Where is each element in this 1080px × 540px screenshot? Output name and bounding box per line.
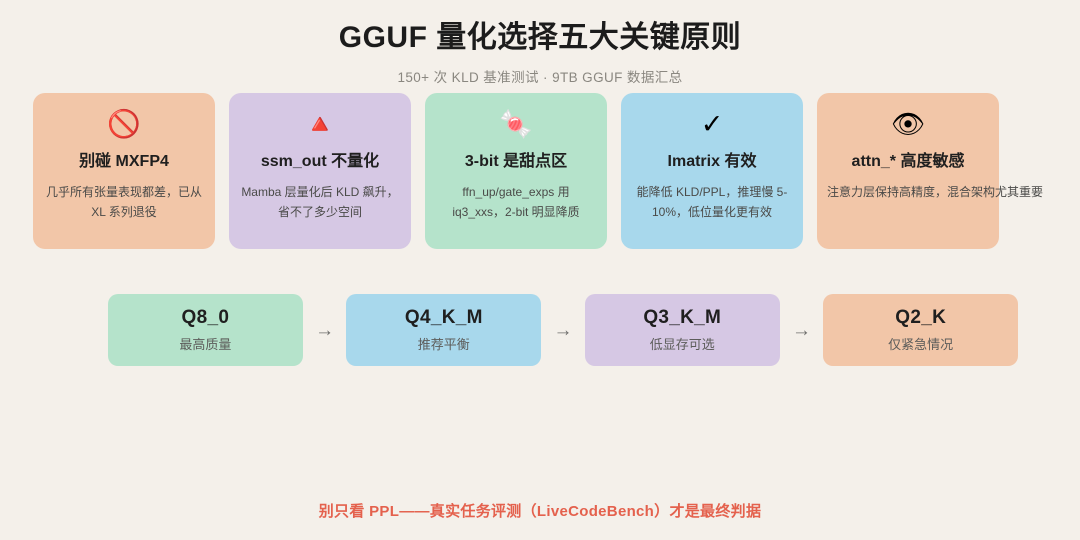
flow-arrow-icon: → bbox=[791, 319, 811, 341]
flow-step-q4-k-m: Q4_K_M 推荐平衡 bbox=[346, 294, 542, 366]
flow-step-q8-0: Q8_0 最高质量 bbox=[108, 294, 303, 366]
prohibited-icon: 🚫 bbox=[107, 109, 141, 139]
flow-step-name: Q8_0 bbox=[181, 307, 230, 328]
principle-card-title: attn_* 高度敏感 bbox=[851, 153, 965, 170]
principle-card-3: 🍬 3-bit 是甜点区 ffn_up/gate_exps 用 iq3_xxs，… bbox=[425, 93, 607, 249]
principle-card-5: 👁 attn_* 高度敏感 注意力层保持高精度，混合架构尤其重要 bbox=[817, 93, 1044, 249]
principle-card-desc: 注意力层保持高精度，混合架构尤其重要 bbox=[827, 185, 1044, 199]
flow-step-note: 仅紧急情况 bbox=[888, 337, 954, 352]
principle-card-desc: 几乎所有张量表现都差，已从 XL 系列退役 bbox=[45, 185, 202, 219]
principle-card-desc: 能降低 KLD/PPL，推理慢 5-10%，低位量化更有效 bbox=[636, 185, 788, 219]
principle-card-1: 🚫 别碰 MXFP4 几乎所有张量表现都差，已从 XL 系列退役 bbox=[33, 93, 215, 249]
principle-card-list: 🚫 别碰 MXFP4 几乎所有张量表现都差，已从 XL 系列退役 🔺 ssm_o… bbox=[33, 93, 1044, 249]
quantization-flow: Q8_0 最高质量 → Q4_K_M 推荐平衡 → Q3_K_M 低显存可选 →… bbox=[108, 294, 1019, 366]
page-subtitle: 150+ 次 KLD 基准测试 · 9TB GGUF 数据汇总 bbox=[397, 70, 683, 85]
checkmark-icon: ✓ bbox=[700, 109, 724, 139]
flow-step-q3-k-m: Q3_K_M 低显存可选 bbox=[584, 294, 780, 366]
principle-card-title: 别碰 MXFP4 bbox=[79, 153, 169, 170]
flow-arrow-icon: → bbox=[553, 319, 573, 341]
flow-step-name: Q4_K_M bbox=[404, 307, 483, 328]
principle-card-desc: ffn_up/gate_exps 用 iq3_xxs，2-bit 明显降质 bbox=[452, 185, 580, 219]
footer-note: 别只看 PPL——真实任务评测（LiveCodeBench）才是最终判据 bbox=[318, 503, 762, 520]
flow-step-note: 推荐平衡 bbox=[417, 337, 470, 352]
principle-card-title: Imatrix 有效 bbox=[667, 153, 757, 170]
principle-card-title: ssm_out 不量化 bbox=[260, 153, 380, 170]
principle-card-4: ✓ Imatrix 有效 能降低 KLD/PPL，推理慢 5-10%，低位量化更… bbox=[621, 93, 803, 249]
flow-step-note: 低显存可选 bbox=[649, 337, 715, 352]
flow-step-name: Q3_K_M bbox=[643, 307, 722, 328]
candy-icon: 🍬 bbox=[499, 109, 533, 139]
header: GGUF 量化选择五大关键原则 150+ 次 KLD 基准测试 · 9TB GG… bbox=[0, 0, 1080, 86]
principle-card-title: 3-bit 是甜点区 bbox=[464, 153, 568, 170]
principle-card-2: 🔺 ssm_out 不量化 Mamba 层量化后 KLD 飙升，省不了多少空间 bbox=[229, 93, 411, 249]
eye-icon: 👁 bbox=[890, 109, 926, 139]
principle-card-desc: Mamba 层量化后 KLD 飙升，省不了多少空间 bbox=[241, 185, 399, 219]
flow-step-note: 最高质量 bbox=[179, 337, 232, 352]
flow-arrow-icon: → bbox=[315, 319, 335, 341]
warning-triangle-icon: 🔺 bbox=[303, 109, 337, 139]
flow-step-q2-k: Q2_K 仅紧急情况 bbox=[823, 294, 1019, 366]
flow-step-name: Q2_K bbox=[895, 307, 947, 328]
page-title: GGUF 量化选择五大关键原则 bbox=[338, 21, 742, 54]
